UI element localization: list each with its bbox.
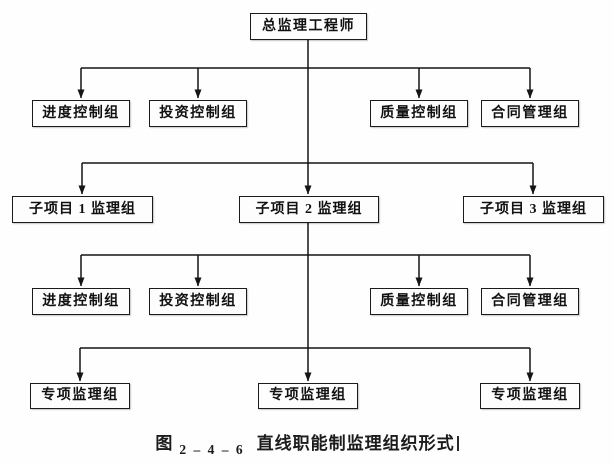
org-box-quality-control-mid: 质量控制组 (370, 288, 468, 315)
figure-caption-prefix: 图 (155, 434, 174, 453)
org-box-special-supervision-2: 专项监理组 (258, 383, 358, 409)
org-box-contract-management-top: 合同管理组 (481, 100, 579, 127)
org-box-investment-control-top: 投资控制组 (149, 100, 247, 127)
org-box-schedule-control-mid: 进度控制组 (32, 288, 130, 315)
figure-caption: 图 2 – 4 – 6 直线职能制监理组织形式 (0, 429, 614, 457)
org-box-schedule-control-top: 进度控制组 (32, 100, 130, 127)
org-box-contract-management-mid: 合同管理组 (481, 288, 579, 315)
org-box-subproject-2-supervision: 子项目 2 监理组 (239, 196, 379, 223)
text-cursor-artifact (456, 436, 459, 451)
org-box-subproject-3-supervision: 子项目 3 监理组 (463, 196, 604, 223)
org-box-special-supervision-1: 专项监理组 (30, 383, 130, 409)
org-box-quality-control-top: 质量控制组 (370, 100, 468, 127)
figure-caption-number: 2 – 4 – 6 (179, 442, 245, 457)
org-box-subproject-1-supervision: 子项目 1 监理组 (12, 196, 153, 223)
figure-caption-title: 直线职能制监理组织形式 (256, 434, 455, 453)
org-box-chief-supervision-engineer: 总监理工程师 (250, 13, 367, 40)
org-box-special-supervision-3: 专项监理组 (480, 383, 580, 409)
org-box-investment-control-mid: 投资控制组 (149, 288, 247, 315)
